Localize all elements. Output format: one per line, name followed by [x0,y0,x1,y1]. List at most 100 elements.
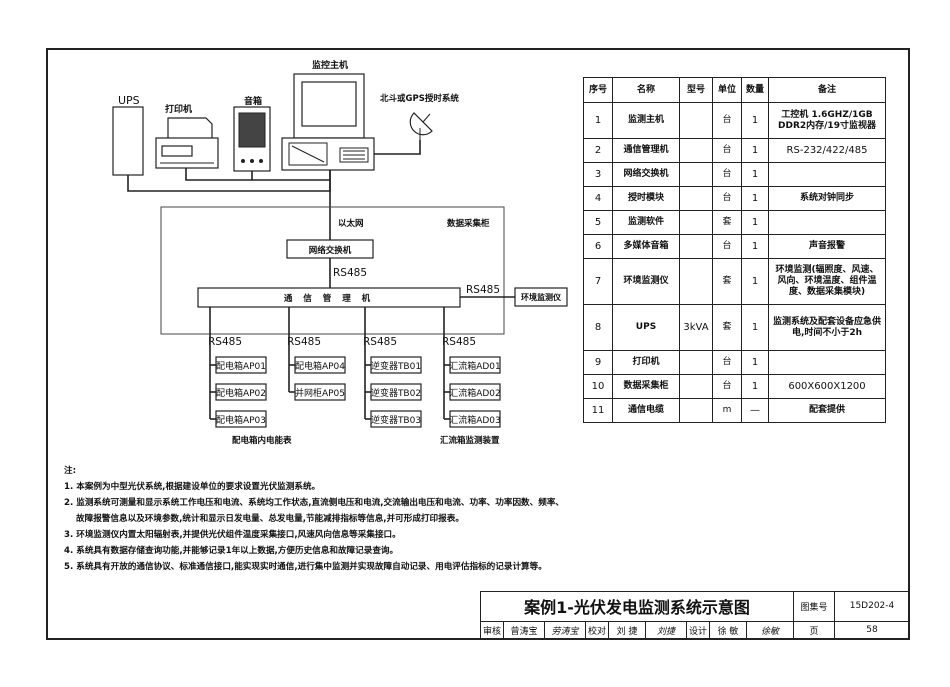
table-cell [679,186,713,211]
notes-heading: 注: [64,466,77,476]
device-label: 配电箱AP01 [216,360,266,372]
group-label-combiner: 汇流箱监测装置 [440,435,500,446]
table-cell: RS-232/422/485 [768,138,886,163]
rs485-branches: RS485配电箱AP01配电箱AP02配电箱AP03RS485配电箱AP04并网… [208,307,501,428]
cabinet-boundary [160,206,505,335]
col-header: 数量 [741,77,769,103]
ups-device [112,106,144,176]
table-cell: 网络交换机 [612,162,680,187]
table-cell: 1 [741,258,769,305]
table-cell: 4 [583,186,613,211]
title-block: 案例1-光伏发电监测系统示意图 图集号 15D202-4 审核 曾涛宝 劳涛宝 … [480,591,910,641]
check-label: 校对 [585,620,609,641]
atlas-number: 15D202-4 [834,591,910,622]
table-cell: 通信电缆 [612,398,680,423]
table-cell [679,210,713,235]
note-item: 2. 监测系统可测量和显示系统工作电压和电流、系统均工作状态,直流侧电压和电流,… [64,498,565,508]
comm-manager-label: 通 信 管 理 机 [284,293,374,304]
page-number: 58 [834,620,910,641]
device-box [215,383,267,401]
printer-label: 打印机 [165,103,192,115]
device-box [449,410,501,428]
col-header: 备注 [768,77,886,103]
table-cell: 声音报警 [768,234,886,259]
env-monitor-label: 环境监测仪 [521,292,562,302]
device-box [215,356,267,374]
table-cell: 11 [583,398,613,423]
table-cell: 2 [583,138,613,163]
table-cell: 台 [712,374,742,399]
table-cell: 监测主机 [612,102,680,139]
device-label: 逆变器TB03 [371,414,421,426]
speaker-icon [233,106,271,172]
host-computer-icon [281,73,375,171]
col-header: 名称 [612,77,680,103]
branch-bus-label: RS485 [287,336,321,348]
reviewer-signature: 劳涛宝 [544,620,586,641]
table-cell: 台 [712,102,742,139]
table-cell: — [741,398,769,423]
table-cell: 台 [712,234,742,259]
table-cell: 3 [583,162,613,187]
table-cell: 系统对钟同步 [768,186,886,211]
table-cell: 台 [712,350,742,375]
table-cell: 监测软件 [612,210,680,235]
table-cell: 套 [712,258,742,305]
device-label: 汇流箱AD02 [449,387,501,399]
table-cell [679,258,713,305]
table-cell: UPS [612,304,680,351]
device-label: 并网柜AP05 [295,387,345,399]
table-cell: 工控机 1.6GHZ/1GB DDR2内存/19寸监视器 [768,102,886,139]
checker-signature: 刘捷 [645,620,687,641]
table-cell: 1 [583,102,613,139]
table-cell: 1 [741,234,769,259]
table-cell: 配套提供 [768,398,886,423]
table-cell: 台 [712,162,742,187]
reviewer-name: 曾涛宝 [503,620,545,641]
device-box [370,383,422,401]
cabinet-label: 数据采集柜 [447,218,490,229]
table-cell: 多媒体音箱 [612,234,680,259]
device-box [370,356,422,374]
table-cell: 套 [712,304,742,351]
review-label: 审核 [480,620,504,641]
table-cell [679,350,713,375]
env-monitor-box [514,287,568,307]
table-cell: 台 [712,186,742,211]
atlas-label: 图集号 [793,591,835,622]
table-cell [679,374,713,399]
table-cell: 1 [741,138,769,163]
table-cell: 8 [583,304,613,351]
ups-label: UPS [118,94,140,107]
table-cell [679,102,713,139]
rs485-top-label: RS485 [333,267,367,279]
page-label: 页 [793,620,835,641]
table-cell: 1 [741,304,769,351]
table-cell: m [712,398,742,423]
device-label: 逆变器TB02 [371,387,421,399]
table-cell: 套 [712,210,742,235]
table-cell [768,162,886,187]
note-item: 4. 系统具有数据存储查询功能,并能够记录1年以上数据,方便历史信息和故障记录查… [64,546,399,556]
col-header: 序号 [583,77,613,103]
device-box [449,383,501,401]
branch-bus-label: RS485 [363,336,397,348]
table-cell: 7 [583,258,613,305]
table-cell: 1 [741,102,769,139]
group-label-meters: 配电箱内电能表 [232,435,292,446]
branch-bus-label: RS485 [442,336,476,348]
device-box [370,410,422,428]
table-cell: 6 [583,234,613,259]
table-cell: 1 [741,162,769,187]
note-item: 故障报警信息以及环境参数,统计和显示日发电量、总发电量,节能减排指标等信息,并可… [76,514,464,524]
